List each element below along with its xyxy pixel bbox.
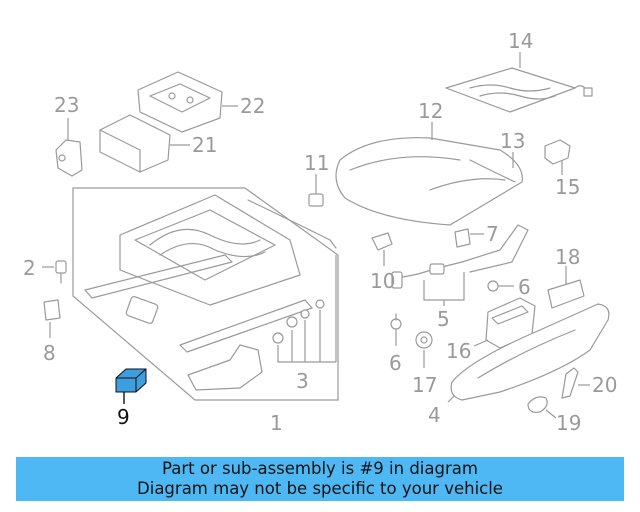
- module-21: [99, 114, 190, 173]
- seat-frame-group: [72, 187, 339, 401]
- callout-14: 14: [508, 29, 533, 53]
- knob-19: [527, 396, 548, 413]
- clip-7: [454, 228, 471, 248]
- callout-9: 9: [117, 405, 130, 429]
- callout-18: 18: [555, 245, 580, 269]
- callout-11: 11: [304, 151, 329, 175]
- clip-a: [272, 332, 284, 344]
- seat-frame: [119, 194, 301, 306]
- connector-15-body: [544, 139, 571, 165]
- parts-diagram: 1 2 3 4 5 6 6 7 8 9 10 11 12 13 14 15 16…: [23, 29, 617, 435]
- switch-18-body: [547, 279, 585, 309]
- highlighted-part: [115, 368, 147, 393]
- bracket-23-body: [55, 139, 83, 177]
- banner-line-1: Part or sub-assembly is #9 in diagram: [162, 459, 478, 478]
- seat-spring-2: [159, 243, 266, 258]
- bracket-23: [55, 118, 83, 177]
- callout-4: 4: [428, 403, 441, 427]
- callout-21: 21: [192, 133, 217, 157]
- screw-6a: [487, 280, 499, 292]
- clip-b: [286, 316, 298, 328]
- lead-19: [545, 409, 557, 419]
- module-21-body: [99, 114, 171, 173]
- clip-d: [315, 299, 325, 309]
- knob-17: [415, 331, 433, 349]
- callout-20: 20: [592, 373, 617, 397]
- callout-13: 13: [500, 129, 525, 153]
- seat-rail-left: [84, 254, 233, 299]
- knobs-group: [527, 367, 590, 419]
- motor-small: [125, 296, 159, 324]
- callout-10: 10: [370, 269, 395, 293]
- knob-20: [561, 367, 579, 399]
- lead-16: [473, 339, 489, 347]
- lead-3a: [277, 345, 336, 363]
- callout-22: 22: [240, 94, 265, 118]
- clip-11: [308, 174, 324, 207]
- info-banner: Part or sub-assembly is #9 in diagram Di…: [16, 457, 624, 501]
- callout-15: 15: [555, 175, 580, 199]
- callout-2: 2: [23, 256, 36, 280]
- seat-frame-inner: [134, 209, 276, 281]
- callout-8: 8: [43, 341, 56, 365]
- seat-rail-right: [179, 299, 313, 353]
- frame-outline: [72, 187, 339, 401]
- clip-11-body: [308, 193, 324, 207]
- module-22-body: [137, 71, 223, 133]
- clip-10: [371, 232, 393, 251]
- bracket-body: [43, 299, 61, 321]
- callout-6b: 6: [389, 351, 402, 375]
- wire-loop: [461, 224, 529, 273]
- harness-group: [371, 224, 529, 306]
- cushion-12: [335, 122, 523, 226]
- callout-16: 16: [446, 339, 471, 363]
- banner-line-2: Diagram may not be specific to your vehi…: [137, 479, 503, 498]
- callout-5: 5: [437, 307, 450, 331]
- frame-wire: [247, 199, 337, 249]
- callout-6a: 6: [518, 275, 531, 299]
- side-shield: [450, 303, 610, 401]
- seat-motor: [187, 344, 263, 391]
- callout-23: 23: [54, 93, 79, 117]
- callout-12: 12: [418, 99, 443, 123]
- cap-9: [115, 368, 147, 404]
- heater-mat-14: [445, 52, 593, 113]
- module-22: [137, 71, 238, 133]
- wire-harness: [397, 261, 463, 279]
- lead-5: [423, 272, 465, 301]
- switch-group: [415, 297, 536, 368]
- callout-1: 1: [270, 411, 283, 435]
- lead-4: [447, 395, 455, 403]
- bolt-head: [55, 260, 67, 274]
- clips-group: [272, 255, 337, 363]
- cushion-body: [335, 137, 523, 226]
- callout-3: 3: [296, 369, 309, 393]
- shield-4: [447, 303, 610, 403]
- clip-c: [300, 309, 310, 319]
- callout-7: 7: [486, 222, 499, 246]
- callout-17: 17: [412, 373, 437, 397]
- callout-19: 19: [556, 411, 581, 435]
- connector-15: [544, 139, 571, 175]
- seat-spring: [149, 228, 261, 246]
- bracket-8: [43, 299, 61, 338]
- switch-18: [547, 266, 585, 309]
- screws-6: [390, 280, 514, 346]
- bolt-2: [42, 260, 67, 284]
- heater-mat: [445, 67, 576, 113]
